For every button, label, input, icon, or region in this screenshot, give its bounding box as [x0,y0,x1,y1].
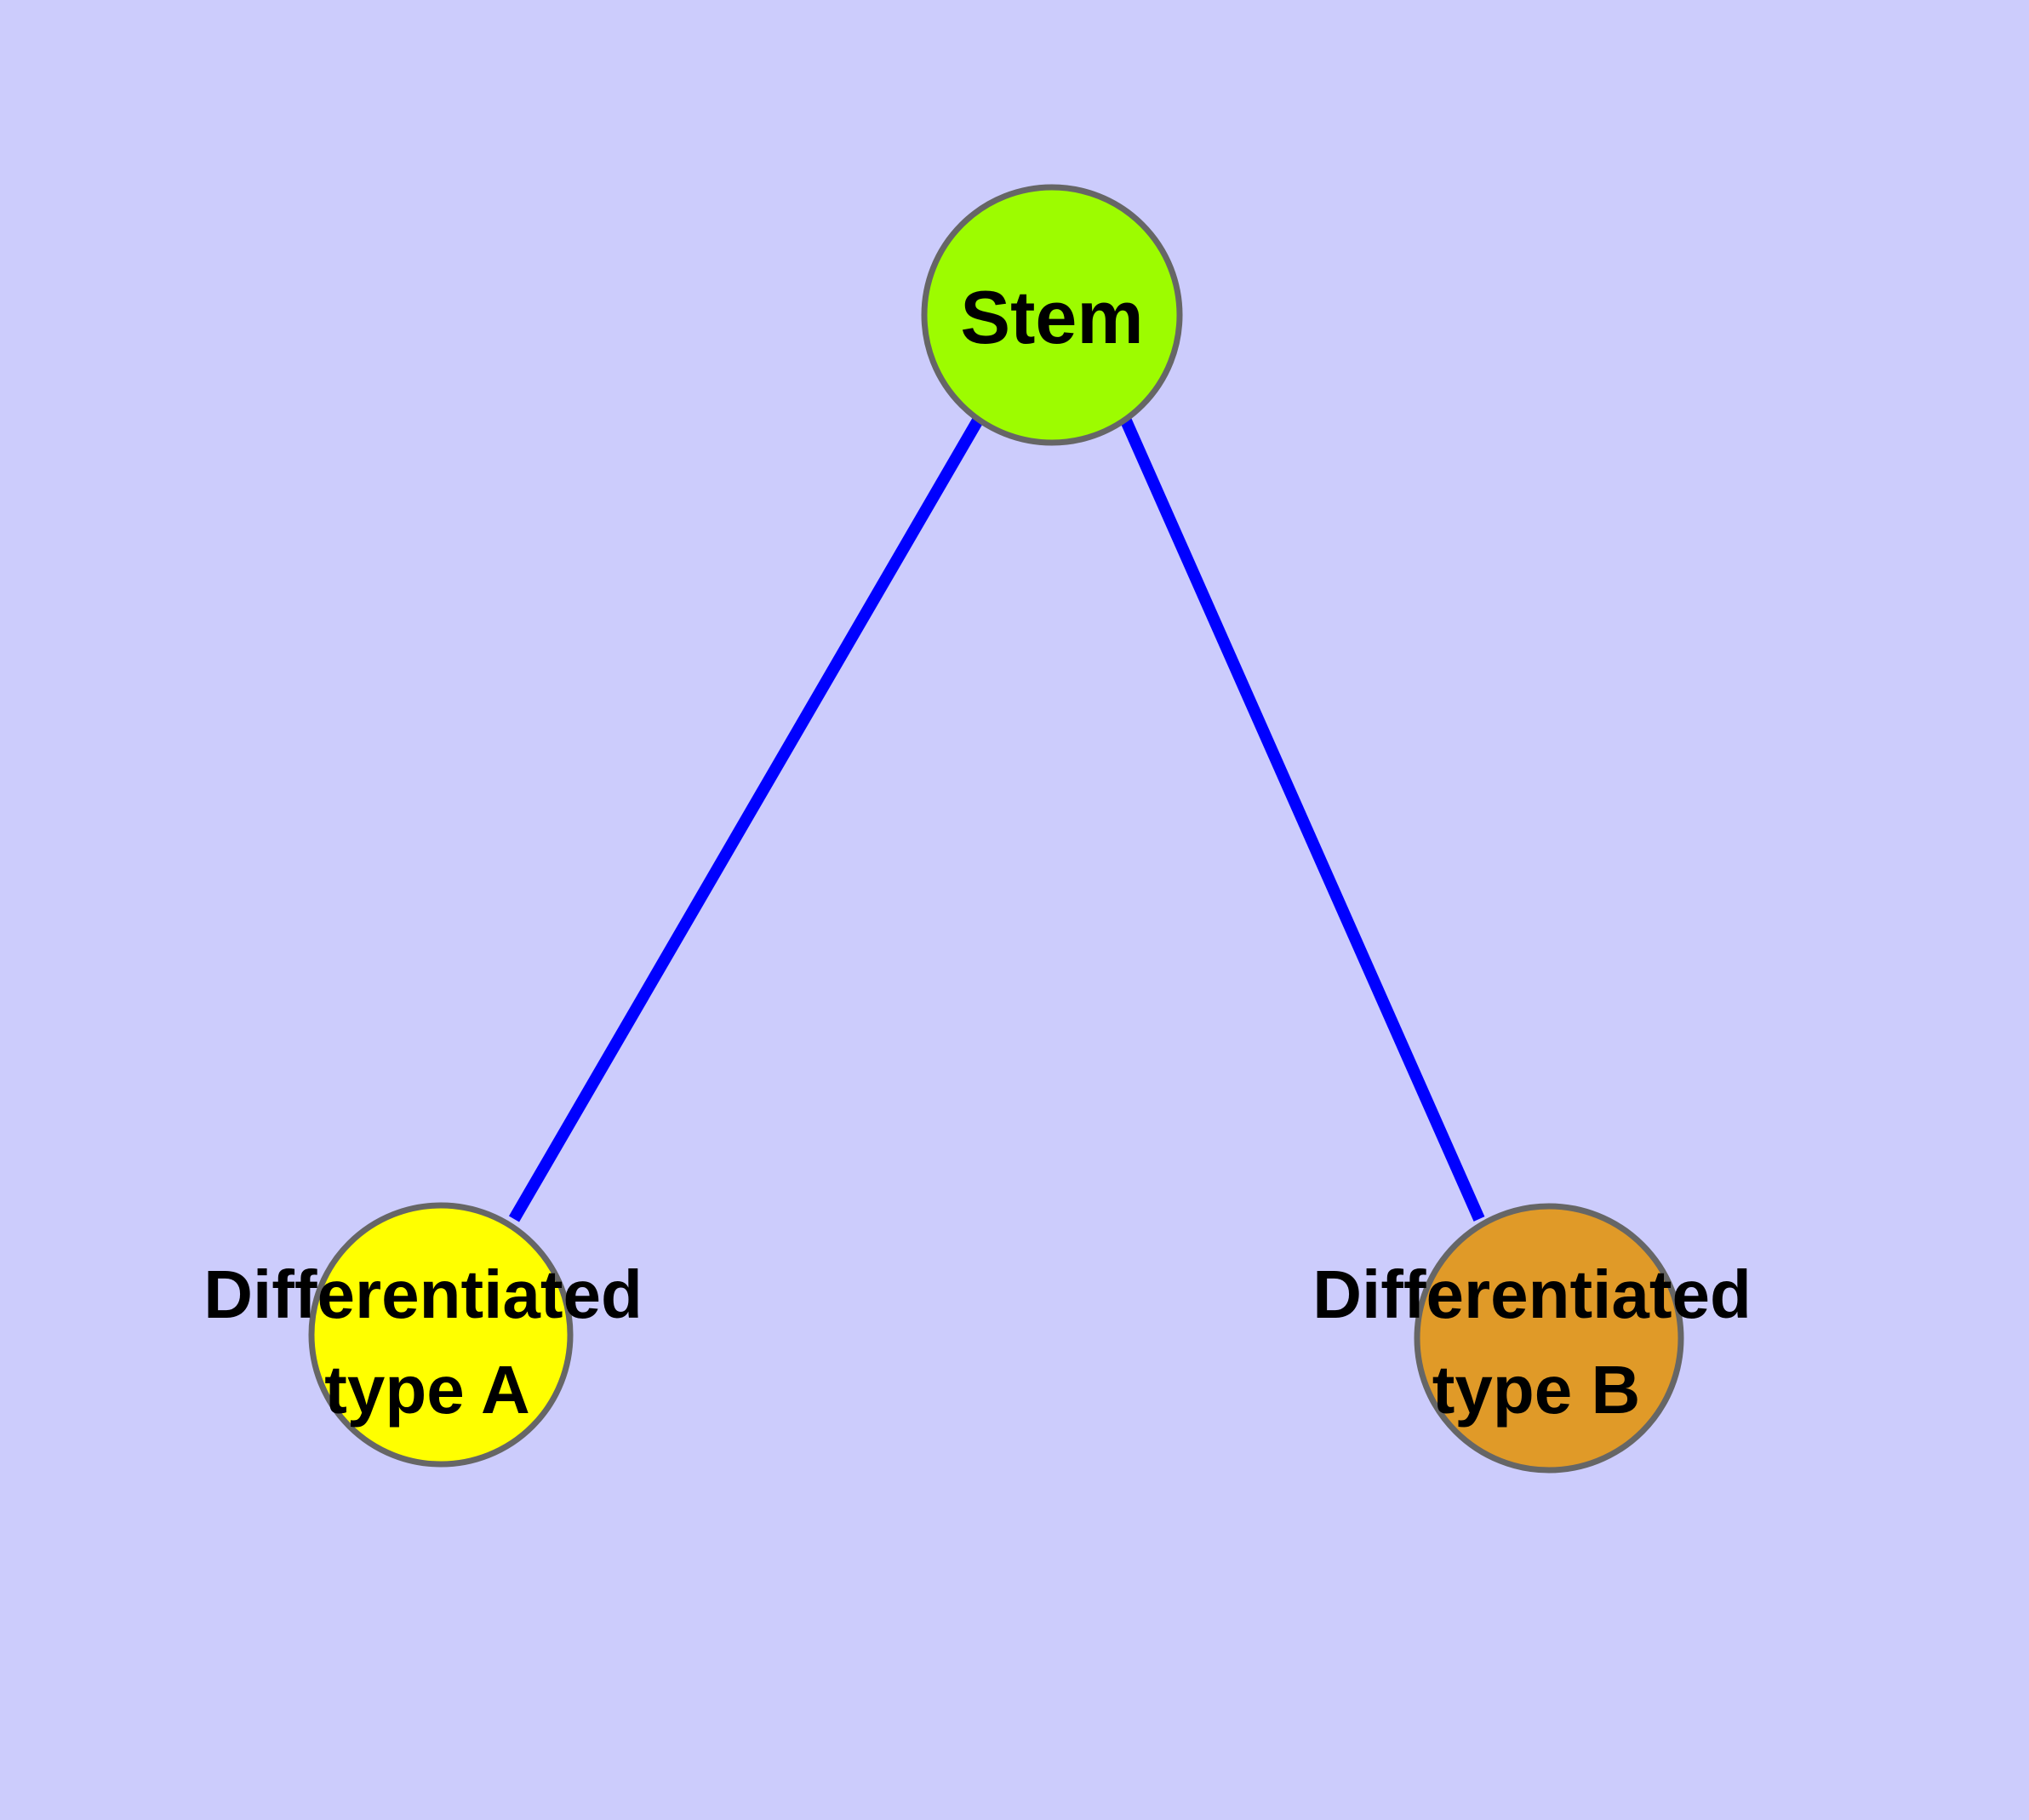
node-differentiated-type-a[interactable] [308,1202,574,1468]
edge-stem-to-differentiated-a[interactable] [508,415,985,1222]
node-differentiated-type-b[interactable] [1414,1203,1684,1474]
edge-stem-to-differentiated-b[interactable] [1119,416,1485,1222]
edges-group [508,415,1485,1222]
labels-group: Stem Differentiated type A Differentiate… [203,275,1752,1428]
node-label-differentiated-b-line1: Differentiated [1312,1256,1752,1332]
node-label-differentiated-a-line1: Differentiated [203,1256,643,1332]
node-label-differentiated-a-line2: type A [324,1352,530,1428]
nodes-group [308,184,1684,1474]
node-label-stem: Stem [960,275,1143,359]
node-stem[interactable] [921,184,1183,446]
node-label-differentiated-b-line2: type B [1432,1352,1641,1428]
